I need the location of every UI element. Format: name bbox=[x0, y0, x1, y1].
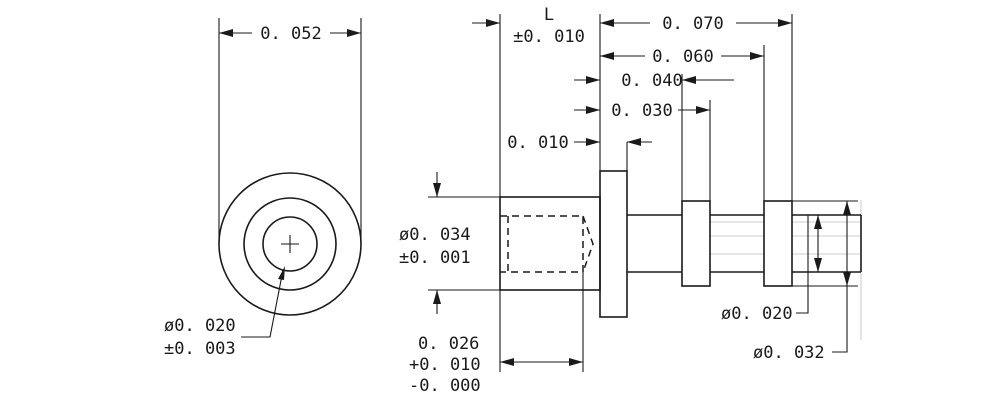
bore-depth-plus-label: +0. 010 bbox=[409, 355, 481, 375]
dim-060-arrow-right bbox=[750, 52, 764, 60]
length-tol-label: ±0. 010 bbox=[513, 27, 585, 47]
dim-010-arrow-right bbox=[627, 138, 641, 146]
hidden-bore bbox=[500, 215, 584, 273]
dim-010-arrow-left bbox=[586, 138, 600, 146]
bore-depth-arrow-right bbox=[569, 358, 583, 366]
bore-dia-label: ø0. 020 bbox=[164, 316, 236, 336]
collar-1 bbox=[681, 200, 711, 287]
side-view: L ±0. 010 0. 070 0. 060 0. 040 0. 030 0.… bbox=[399, 5, 862, 396]
body-rect bbox=[499, 196, 601, 291]
pin-dia-label: ø0. 020 bbox=[721, 304, 793, 324]
head-arrow-bottom bbox=[433, 290, 441, 304]
end-view: 0. 052 ø0. 020 ±0. 003 bbox=[164, 18, 362, 359]
collar-2 bbox=[763, 200, 793, 287]
dim-060-label: 0. 060 bbox=[652, 47, 713, 67]
pin-leader bbox=[796, 215, 809, 314]
dim-030-label: 0. 030 bbox=[611, 101, 672, 121]
dim-070-label: 0. 070 bbox=[662, 14, 723, 34]
dim-040-label: 0. 040 bbox=[621, 71, 682, 91]
collar-arrow-top bbox=[843, 201, 851, 215]
head-dia-label: ø0. 034 bbox=[399, 225, 471, 245]
bore-depth-arrow-left bbox=[500, 358, 514, 366]
dim-070-arrow-right bbox=[778, 19, 792, 27]
length-arrow-left bbox=[486, 19, 500, 27]
hidden-bore-tip bbox=[582, 215, 594, 273]
dim-060-arrow-left bbox=[600, 52, 614, 60]
head-tol-label: ±0. 001 bbox=[399, 248, 471, 268]
bore-depth-label: 0. 026 bbox=[418, 334, 479, 354]
bore-tol-label: ±0. 003 bbox=[164, 339, 236, 359]
dim-030-arrow-left bbox=[586, 106, 600, 114]
bore-circle bbox=[262, 216, 318, 272]
pin-arrow-top bbox=[814, 215, 822, 229]
middle-circle bbox=[243, 197, 337, 291]
dim-010-label: 0. 010 bbox=[507, 133, 568, 153]
bore-depth-minus-label: -0. 000 bbox=[409, 376, 481, 396]
dim-030-arrow-right bbox=[696, 106, 710, 114]
dim-040-arrow-left bbox=[586, 76, 600, 84]
dim-040-arrow-right bbox=[682, 76, 696, 84]
bore-leader-arrow bbox=[278, 266, 285, 280]
collar-dia-label: ø0. 032 bbox=[753, 343, 825, 363]
collar-arrow-bottom bbox=[843, 272, 851, 286]
bore-leader bbox=[241, 269, 284, 338]
length-label: L bbox=[544, 5, 554, 25]
pin-arrow-bottom bbox=[814, 258, 822, 272]
collar-leader bbox=[832, 286, 848, 353]
width-arrow-left bbox=[219, 29, 233, 37]
head-arrow-top bbox=[433, 183, 441, 197]
width-arrow-right bbox=[347, 29, 361, 37]
width-dim-label: 0. 052 bbox=[260, 24, 321, 44]
flange-rect bbox=[599, 170, 628, 318]
